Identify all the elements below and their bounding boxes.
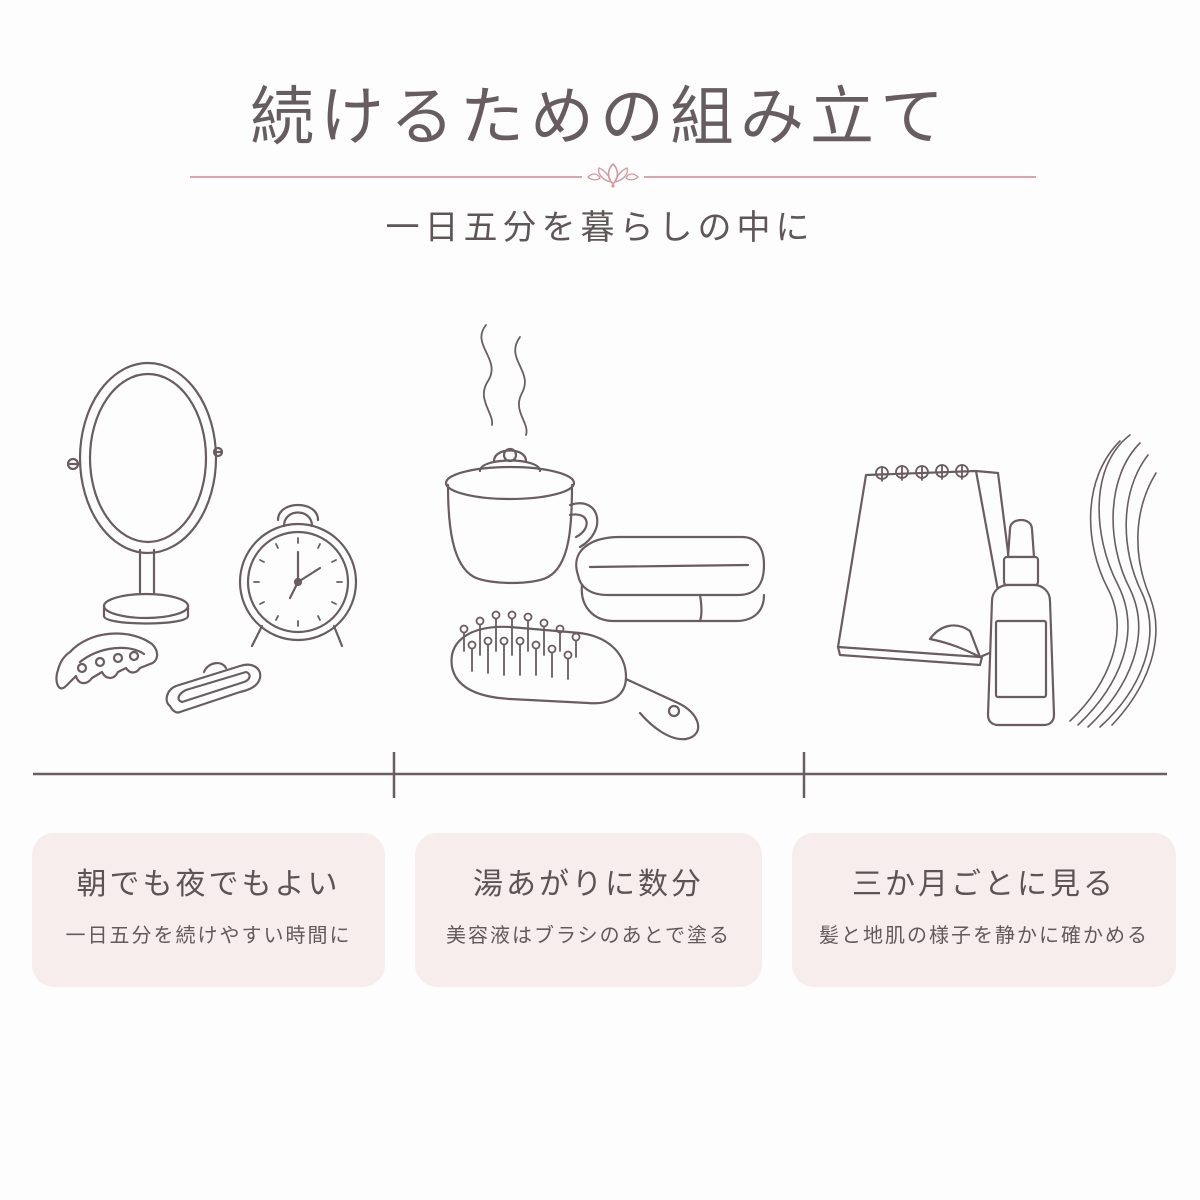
info-card: 湯あがりに数分 美容液はブラシのあとで塗る	[415, 833, 762, 987]
card-heading: 朝でも夜でもよい	[76, 867, 341, 902]
timeline	[33, 752, 1167, 798]
page-title: 続けるための組み立て	[250, 81, 950, 155]
mug-icon	[444, 447, 599, 585]
hair-claw-clip-icon	[55, 632, 159, 690]
info-card: 朝でも夜でもよい 一日五分を続けやすい時間に	[32, 833, 385, 987]
card-text: 一日五分を続けやすい時間に	[65, 923, 352, 947]
info-card: 三か月ごとに見る 髪と地肌の様子を静かに確かめる	[792, 833, 1176, 987]
illustration-morning-night	[40, 350, 380, 750]
alarm-clock-icon	[238, 504, 358, 648]
serum-bottle-icon	[986, 518, 1056, 727]
card-heading: 湯あがりに数分	[473, 867, 704, 902]
page-subtitle: 一日五分を暮らしの中に	[385, 208, 815, 248]
mirror-icon	[66, 361, 224, 625]
steam-icon	[480, 324, 528, 436]
illustration-three-months	[830, 425, 1170, 745]
hair-brush-icon	[450, 610, 700, 741]
hair-strands-icon	[1069, 434, 1157, 728]
card-text: 美容液はブラシのあとで塗る	[446, 923, 731, 947]
lotus-ornament-icon	[190, 162, 1036, 190]
card-heading: 三か月ごとに見る	[852, 867, 1116, 902]
card-text: 髪と地肌の様子を静かに確かめる	[819, 923, 1149, 947]
hair-clip-icon	[165, 662, 262, 714]
illustration-after-bath	[430, 315, 770, 745]
folded-towel-icon	[575, 535, 766, 623]
